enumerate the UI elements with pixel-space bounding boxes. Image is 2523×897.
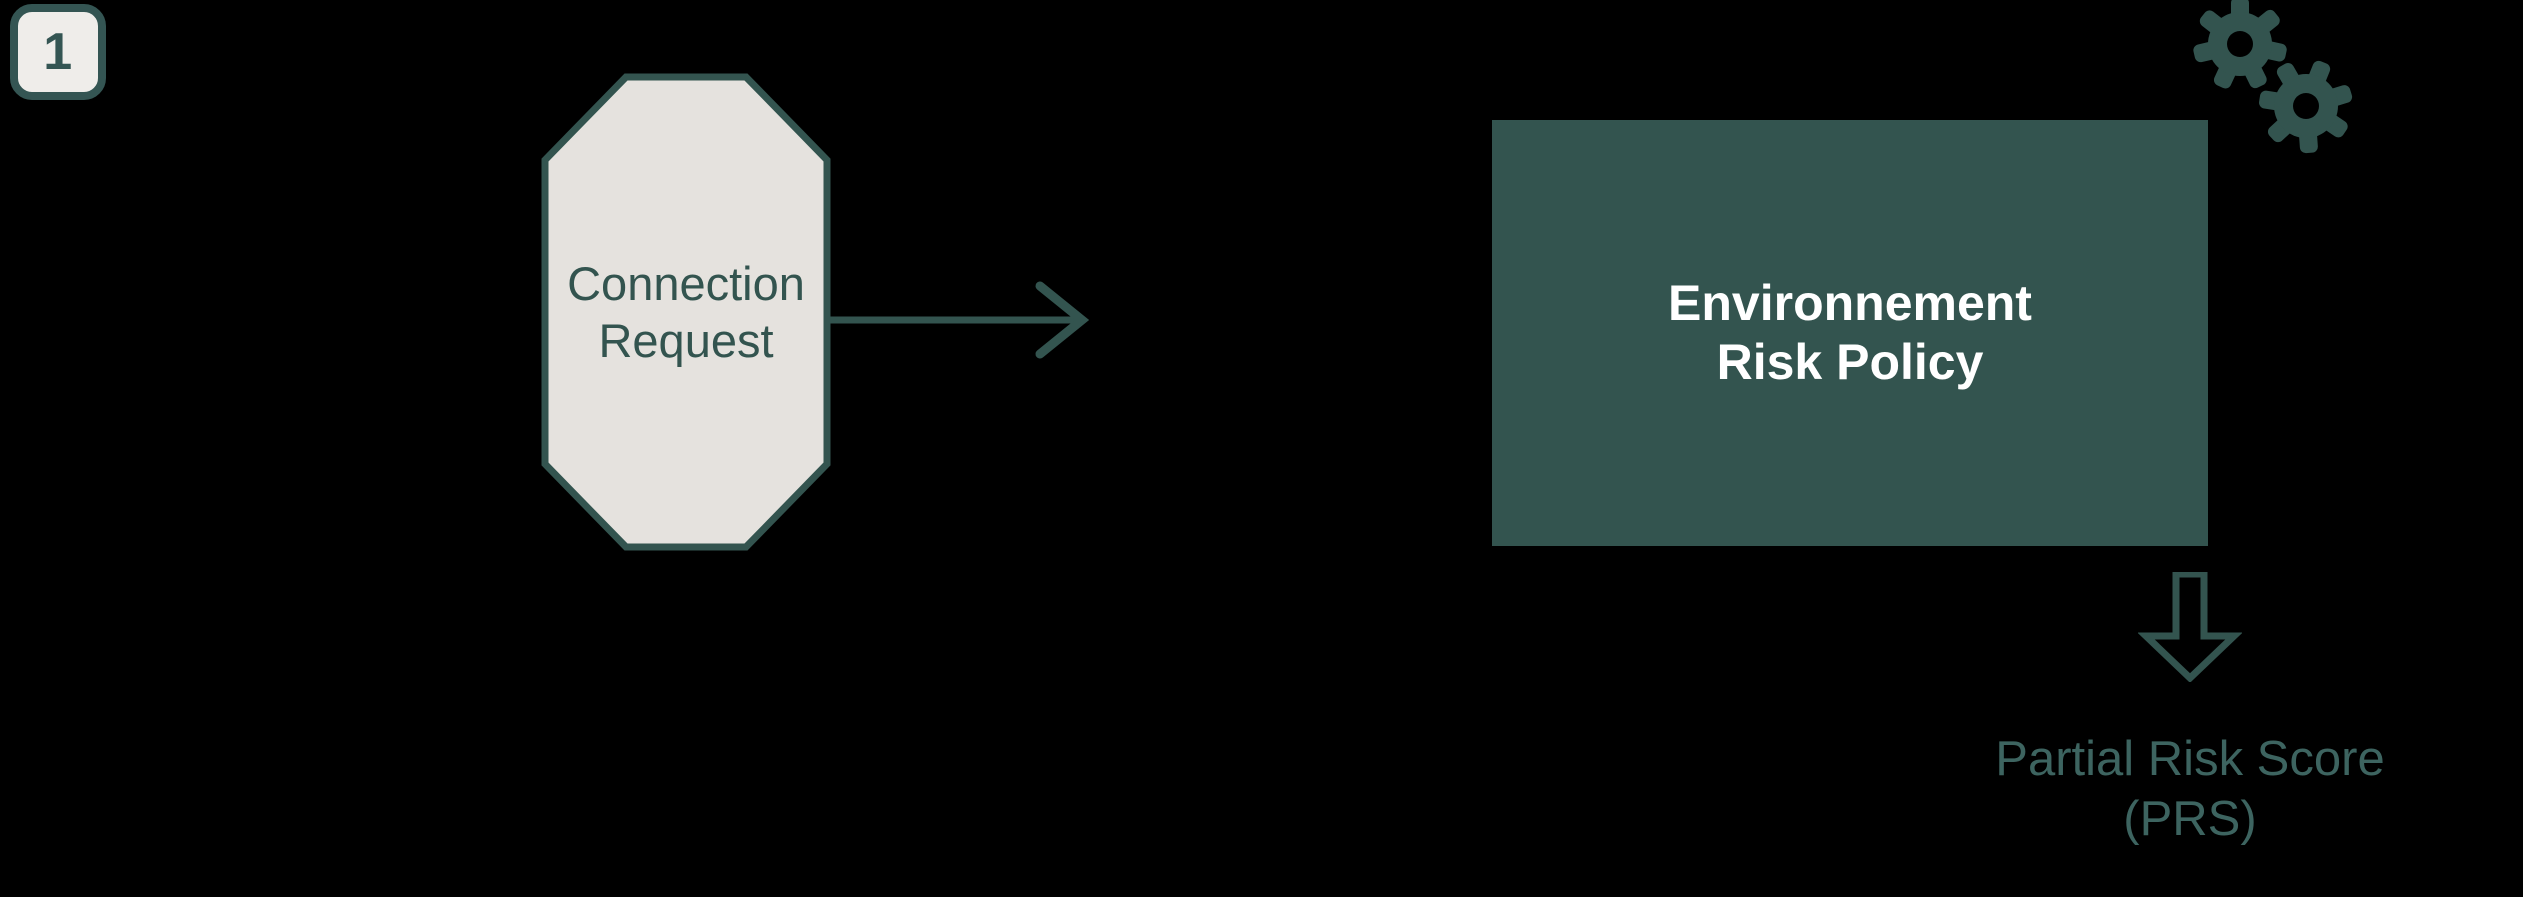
partial-risk-score-label-group: Partial Risk Score (PRS) — [1840, 730, 2523, 850]
step-number-label: 1 — [43, 23, 73, 81]
policy-line1: Environnement — [1668, 275, 2032, 331]
step-number-badge: 1 — [10, 4, 106, 100]
connection-request-node[interactable]: Connection Request — [541, 73, 831, 551]
policy-line2: Risk Policy — [1716, 334, 1984, 390]
partial-risk-score-line1: Partial Risk Score — [1995, 732, 2385, 786]
partial-risk-score-line2: (PRS) — [2123, 791, 2257, 846]
environnement-risk-policy-node[interactable]: Environnement Risk Policy — [1492, 120, 2208, 546]
gears-icon — [2193, 0, 2353, 154]
arrow-down-outline-icon — [2138, 572, 2242, 682]
arrow-right-icon — [828, 281, 1090, 359]
octagon-shape — [541, 73, 831, 551]
output-arrow-down — [2138, 572, 2242, 682]
flow-arrow-right — [826, 272, 1096, 368]
gears-decoration — [2188, 0, 2378, 156]
